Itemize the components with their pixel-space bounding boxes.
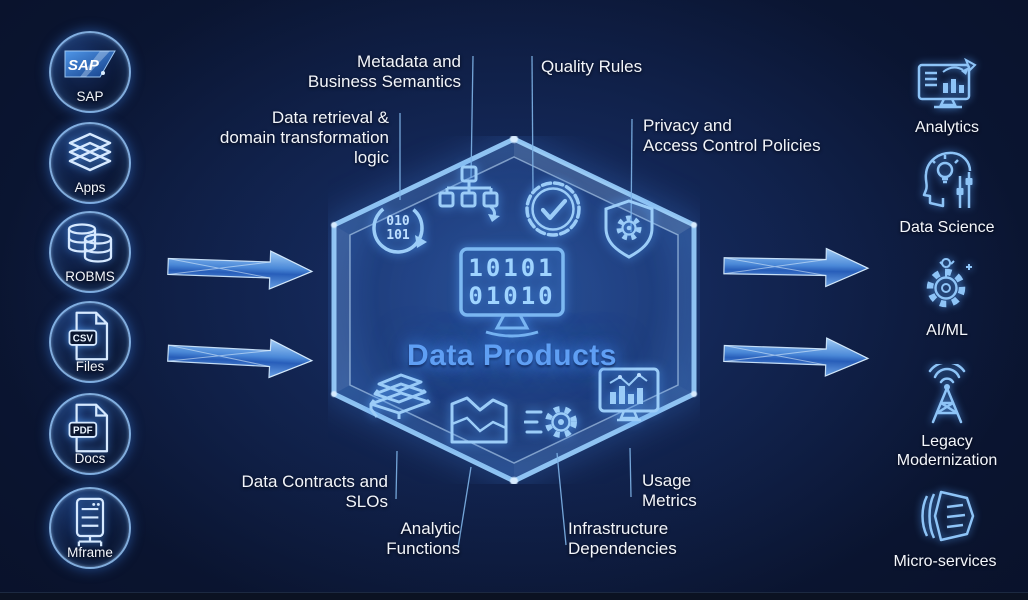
source-node-robms: ROBMS <box>49 211 131 293</box>
speed-gear-icon <box>524 406 577 438</box>
sap-logo-icon: SAP <box>64 50 116 78</box>
microservices-icon <box>921 490 975 542</box>
screen-binary-line-2: 01010 <box>468 282 555 310</box>
consumer-analytics: Analytics <box>867 58 1027 137</box>
binary-cycle-text-2: 101 <box>386 228 410 243</box>
source-label: ROBMS <box>65 269 115 284</box>
pdf-badge-text: PDF <box>73 425 93 436</box>
analytics-monitor-icon <box>917 58 977 109</box>
ai-gear-icon <box>926 258 972 308</box>
bottom-band <box>0 592 1028 600</box>
layers-icon <box>68 132 112 172</box>
source-label: Docs <box>74 451 106 466</box>
source-label: Apps <box>74 180 106 195</box>
binary-cycle-icon: 010 101 <box>372 202 427 254</box>
consumer-legacy-modernization: Legacy Modernization <box>867 364 1027 470</box>
label-quality-rules: Quality Rules <box>541 57 643 76</box>
screen-binary-line-1: 10101 <box>468 254 555 282</box>
consumer-ai-ml: AI/ML <box>867 255 1027 340</box>
label-data-retrieval: Data retrieval & domain transformation l… <box>219 108 389 167</box>
source-label: SAP <box>76 89 104 104</box>
label-privacy: Privacy and Access Control Policies <box>643 116 821 155</box>
shield-gear-icon <box>604 199 654 259</box>
consumer-label: Data Science <box>899 219 995 236</box>
mainframe-icon <box>75 497 105 547</box>
label-data-contracts: Data Contracts and SLOs <box>241 472 388 511</box>
source-node-files: CSV Files <box>49 301 131 383</box>
csv-file-icon: CSV <box>68 311 109 361</box>
label-usage-metrics: Usage Metrics <box>642 471 697 510</box>
csv-badge-text: CSV <box>73 333 94 344</box>
hexagon-facet-left <box>334 225 350 394</box>
label-infrastructure: Infrastructure Dependencies <box>568 519 677 558</box>
flowchart-icon <box>438 165 500 222</box>
consumer-label: Analytics <box>914 119 980 136</box>
source-node-mframe: Mframe <box>49 487 131 569</box>
radio-tower-icon <box>928 364 966 424</box>
data-products-monitor-icon: 10101 01010 <box>459 247 565 338</box>
usage-bar-chart-icon <box>598 367 660 422</box>
source-node-sap: SAP SAP <box>49 31 131 113</box>
arrow-right-bottom <box>723 337 870 377</box>
binary-cycle-text-1: 010 <box>386 214 410 229</box>
source-node-apps: Apps <box>49 122 131 204</box>
source-label: Files <box>75 359 105 374</box>
source-node-docs: PDF Docs <box>49 393 131 475</box>
label-metadata: Metadata and Business Semantics <box>307 52 461 91</box>
arrow-right-top <box>723 247 870 288</box>
data-science-head-icon <box>922 151 973 208</box>
arrow-left-top <box>167 250 314 290</box>
hexagon-facet-right <box>678 225 694 394</box>
database-icon <box>67 223 113 263</box>
books-stack-icon <box>369 373 431 419</box>
area-chart-icon <box>450 396 508 444</box>
label-analytic-functions: Analytic Functions <box>386 519 460 558</box>
pdf-file-icon: PDF <box>68 403 109 453</box>
sap-logo-text: SAP <box>68 57 100 74</box>
consumer-micro-services: Micro-services <box>865 486 1025 571</box>
consumer-data-science: Data Science <box>867 150 1027 237</box>
consumer-label: AI/ML <box>926 322 968 339</box>
arrow-left-bottom <box>167 338 314 379</box>
consumer-label: Legacy Modernization <box>896 433 998 469</box>
center-title: Data Products <box>407 339 617 372</box>
check-badge-icon <box>525 181 581 237</box>
consumer-label: Micro-services <box>893 553 997 570</box>
source-label: Mframe <box>67 545 113 560</box>
